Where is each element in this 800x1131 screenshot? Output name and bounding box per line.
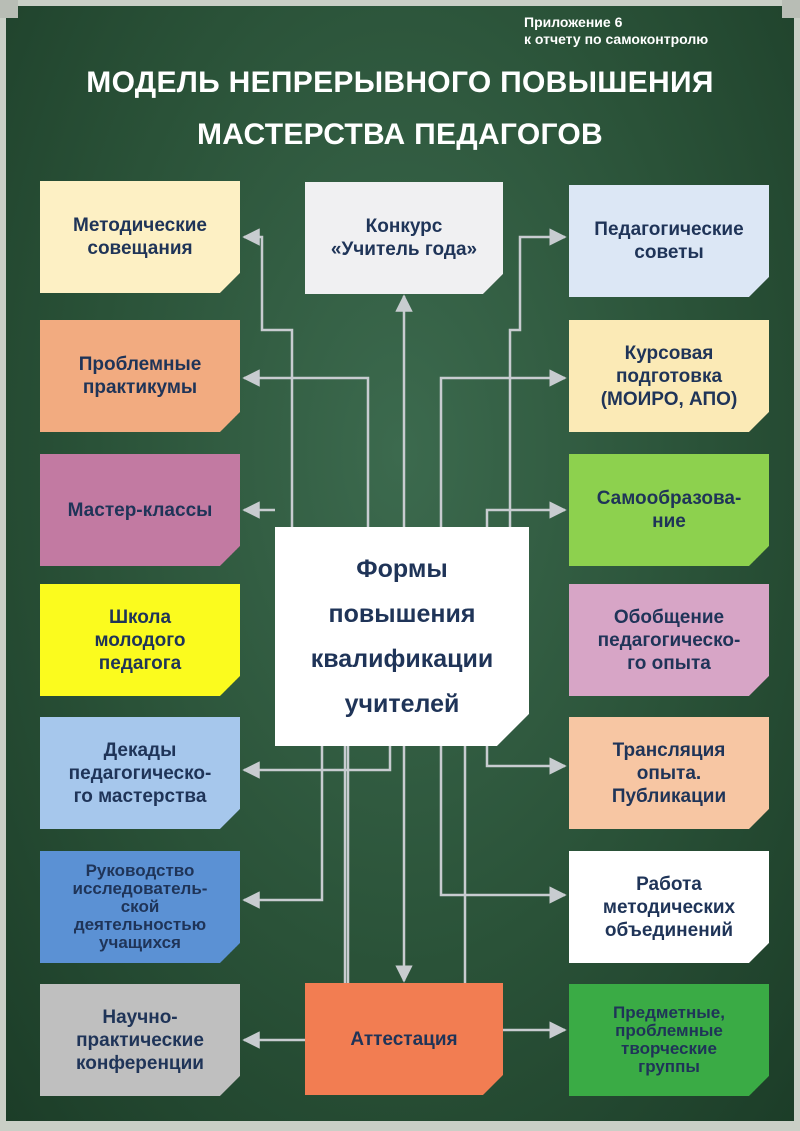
form-card-right-5-line: опыта. <box>636 762 702 784</box>
form-card-right-7-line: Предметные, <box>613 1003 725 1022</box>
form-card-left-4-line: Школа <box>108 606 172 628</box>
center-line-2: повышения <box>328 599 476 628</box>
form-card-right-7-line: проблемные <box>615 1021 723 1040</box>
form-card-left-7-line: практические <box>76 1029 204 1051</box>
connector-left-6 <box>242 746 324 909</box>
form-card-left-6-line: Руководство <box>85 861 195 880</box>
form-card-top-line: Конкурс <box>365 216 443 237</box>
form-card-right-2-line: подготовка <box>615 365 723 387</box>
center-line-4: учителей <box>344 689 460 718</box>
form-card-right-4-line: Обобщение <box>613 606 725 628</box>
form-card-right-7-line: группы <box>638 1057 700 1076</box>
frame-corner-top-left <box>0 0 18 18</box>
form-card-left-4-line: молодого <box>94 629 186 651</box>
form-card-left-7-line: конференции <box>76 1052 204 1074</box>
form-card-left-1-line: Методические <box>73 215 207 236</box>
form-card-left-6-line: учащихся <box>99 933 181 952</box>
form-card-right-5-line: Публикации <box>611 785 727 807</box>
form-card-left-3-line: Мастер-классы <box>67 499 213 521</box>
form-card-left-5-line: педагогическо- <box>68 762 212 784</box>
form-card-left-6-line: ской <box>120 897 160 916</box>
page-title-line-2: МАСТЕРСТВА ПЕДАГОГОВ <box>196 118 603 151</box>
form-card-bottom: Аттестация <box>305 983 503 1095</box>
form-card-right-3-line: Самообразова- <box>596 488 742 509</box>
connector-right-6 <box>439 746 567 904</box>
form-card-left-6-line: деятельностью <box>73 915 207 934</box>
form-card-right-3-line: ние <box>652 511 686 532</box>
form-card-left-1-line: совещания <box>87 238 193 259</box>
form-card-right-2-line: Курсовая <box>624 342 714 364</box>
form-card-right-7-line: творческие <box>621 1039 717 1058</box>
form-card-right-1-line: Педагогические <box>594 219 744 240</box>
form-card-right-4-line: го опыта <box>627 652 711 674</box>
form-card-right-3: Самообразова-ние <box>569 454 769 566</box>
form-card-top-line: «Учитель года» <box>330 239 478 260</box>
center-card: Формы повышения квалификации учителей <box>275 527 529 746</box>
connector-right-5 <box>485 746 567 775</box>
form-card-right-5-line: Трансляция <box>612 739 726 761</box>
form-card-left-2-line: практикумы <box>82 377 198 398</box>
connector-right-1 <box>508 228 567 527</box>
page-title-line-1: МОДЕЛЬ НЕПРЕРЫВНОГО ПОВЫШЕНИЯ <box>86 66 714 99</box>
appendix-line-1: Приложение 6 <box>524 14 623 30</box>
form-card-left-5-line: Декады <box>103 739 177 761</box>
center-line-1: Формы <box>356 554 448 583</box>
form-card-left-5-line: го мастерства <box>73 785 207 807</box>
form-card-right-2-line: (МОИРО, АПО) <box>600 388 738 410</box>
connector-right-2 <box>439 369 567 527</box>
form-card-top: Конкурс«Учитель года» <box>305 182 503 294</box>
form-card-right-6-line: Работа <box>636 873 702 895</box>
center-line-3: квалификации <box>310 644 494 673</box>
frame-corner-top-right <box>782 0 800 18</box>
form-card-right-6-line: объединений <box>604 919 734 941</box>
appendix-line-2: к отчету по самоконтролю <box>524 31 709 47</box>
form-card-left-3: Мастер-классы <box>40 454 240 566</box>
connector-left-1 <box>242 228 294 527</box>
form-card-right-1-line: советы <box>634 242 704 263</box>
connector-right-3 <box>485 501 567 527</box>
connector-left-2 <box>242 369 370 527</box>
form-card-left-6-line: исследователь- <box>72 879 208 898</box>
appendix-note: Приложение 6 к отчету по самоконтролю <box>524 14 774 48</box>
form-card-left-2-line: Проблемные <box>78 354 202 375</box>
form-card-left-7-line: Научно- <box>102 1006 178 1028</box>
form-card-left-4-line: педагога <box>98 652 182 674</box>
form-card-bottom-line: Аттестация <box>350 1028 458 1050</box>
form-card-right-4-line: педагогическо- <box>597 629 741 651</box>
connector-left-5 <box>242 746 392 779</box>
form-card-right-6-line: методических <box>602 896 736 918</box>
